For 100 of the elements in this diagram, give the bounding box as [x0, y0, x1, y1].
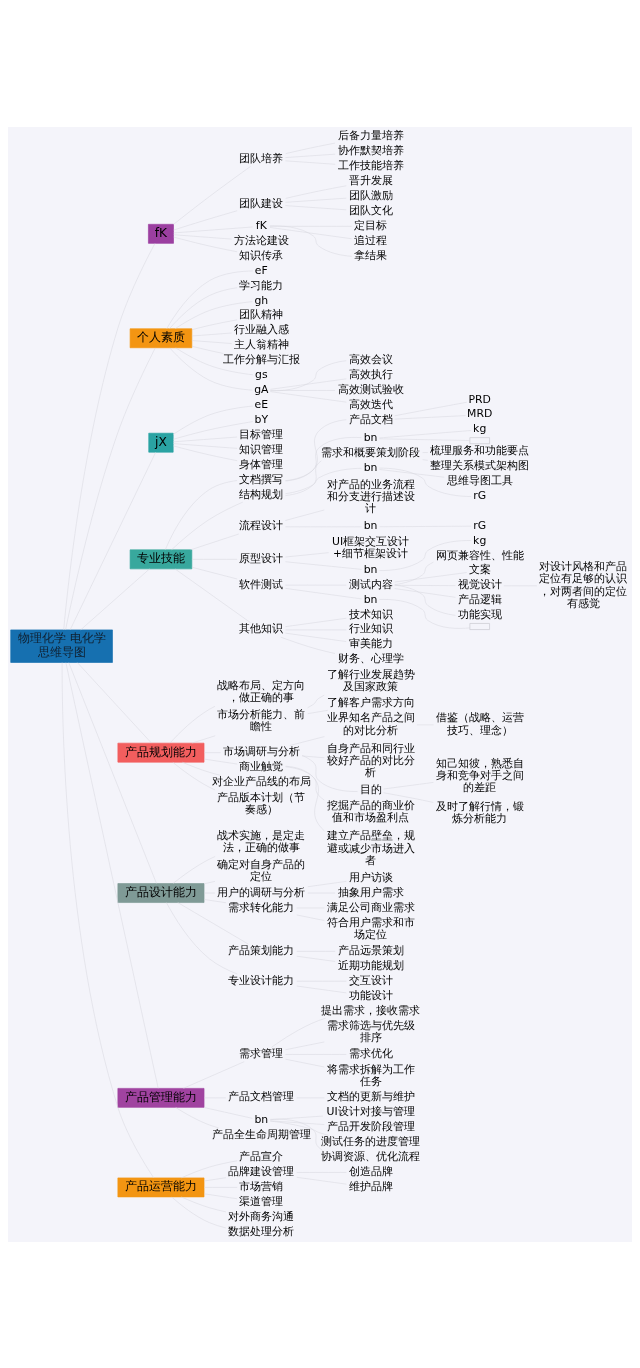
- node-text: 追过程: [354, 233, 388, 247]
- node-text: 审美能力: [348, 636, 393, 650]
- node-text: 测试任务的进度管理: [321, 1134, 421, 1148]
- connector: [181, 1196, 227, 1212]
- node-text: 团队精神: [239, 307, 284, 321]
- connector: [173, 165, 251, 225]
- node-text: 需求转化能力: [228, 900, 295, 914]
- connector: [177, 901, 249, 944]
- node-text: bn: [363, 460, 378, 474]
- node-box: 产品规划能力: [117, 742, 205, 762]
- node-text: 需求管理: [239, 1046, 284, 1060]
- node-text: 确定对自身产品的定位: [217, 857, 306, 883]
- node-text: 身体管理: [239, 457, 284, 471]
- connector: [183, 1060, 245, 1089]
- node-text: 思维导图工具: [446, 473, 513, 487]
- node-text: 创造品牌: [348, 1164, 393, 1178]
- node-text: bn: [363, 518, 378, 532]
- node-text: 数据处理分析: [228, 1224, 295, 1238]
- node-text: 商业触觉: [239, 759, 284, 773]
- node-text: 将需求拆解为工作任务: [326, 1062, 415, 1088]
- node-text: 财务、心理学: [337, 651, 404, 665]
- connector: [166, 901, 238, 974]
- node-text: 需求优化: [348, 1046, 393, 1060]
- node-text: 用户访谈: [348, 870, 393, 884]
- connector: [191, 339, 232, 344]
- node-text: 产品文档: [348, 412, 393, 426]
- node-text: 借鉴（战略、运营技巧、理念）: [435, 710, 524, 737]
- node-box: 产品设计能力: [117, 882, 205, 903]
- connector: [166, 270, 254, 329]
- node-text: rG: [473, 488, 487, 502]
- connector: [171, 1196, 227, 1228]
- connector: [172, 445, 238, 461]
- node-box: 产品运营能力: [117, 1177, 205, 1197]
- node-text: bn: [363, 592, 378, 606]
- connector: [165, 479, 238, 550]
- node-text: 用户的调研与分析: [217, 885, 306, 899]
- node-text: 高效测试验收: [337, 382, 404, 396]
- node-text: 协调资源、优化流程: [321, 1149, 421, 1163]
- node-text: 视觉设计: [457, 577, 502, 591]
- node-text: 产品版本计划（节奏感）: [217, 790, 306, 816]
- node-text: 测试内容: [348, 577, 393, 591]
- node-text: 交互设计: [348, 973, 393, 987]
- node-text: 需求和概要策划阶段: [321, 445, 421, 459]
- node-text: 及时了解行情，锻炼分析能力: [435, 799, 524, 825]
- connector: [175, 347, 254, 375]
- node-text: 网页兼容性、性能: [435, 548, 524, 562]
- node-text: 目的: [359, 782, 382, 796]
- connector: [173, 236, 238, 252]
- connector: [77, 661, 152, 743]
- connector: [169, 347, 253, 390]
- node-box: 个人素质: [129, 327, 193, 348]
- node-text: bY: [254, 412, 269, 426]
- node-box: 物理化学 电化学思维导图: [10, 629, 113, 663]
- connector: [379, 598, 471, 629]
- node-text: 技术知识: [348, 607, 393, 621]
- node-text: 专业设计能力: [228, 973, 295, 987]
- node-text: 知己知彼，熟悉自身和竞争对手之间的差距: [435, 756, 524, 794]
- node-text: 定目标: [354, 218, 388, 232]
- node-text: 软件测试: [239, 577, 284, 591]
- node-text: 了解客户需求方向: [326, 695, 415, 709]
- node-text: 团队培养: [239, 151, 284, 165]
- node-box: [469, 622, 490, 630]
- node-box: jX: [148, 432, 174, 453]
- node-text: 业界知名产品之间的对比分析: [326, 710, 415, 737]
- node-text: 方法论建设: [233, 233, 289, 247]
- node-text: 团队文化: [348, 203, 393, 217]
- connector: [191, 345, 224, 354]
- connector: [169, 286, 238, 329]
- node-text: 对外商务沟通: [228, 1209, 295, 1223]
- connector: [173, 209, 238, 230]
- node-text: 建立产品壁垒，规避或减少市场进入者: [326, 828, 415, 867]
- node-text: 功能实现: [457, 607, 502, 621]
- node-text: 团队激励: [348, 188, 393, 202]
- node-text: 渠道管理: [239, 1194, 284, 1208]
- node-text: 原型设计: [239, 551, 284, 565]
- node-text: 文档撰写: [239, 472, 284, 486]
- node-text: eF: [254, 263, 268, 277]
- connector: [191, 319, 238, 330]
- node-text: UI设计对接与管理: [326, 1104, 415, 1118]
- node-text: 高效迭代: [348, 397, 393, 411]
- node-text: 产品文档管理: [228, 1089, 295, 1103]
- node-box: fK: [148, 223, 174, 244]
- node-text: PRD: [468, 392, 491, 406]
- node-text: 高效执行: [348, 367, 393, 381]
- node-text: 高效会议: [348, 352, 393, 366]
- connector: [174, 300, 253, 329]
- node-text: kg: [473, 421, 487, 435]
- connector: [173, 233, 232, 239]
- connector: [182, 761, 222, 776]
- node-text: 行业融入感: [233, 322, 289, 336]
- node-text: 对设计风格和产品定位有足够的认识，对两者间的定位有感觉: [539, 559, 628, 610]
- node-text: 符合用户需求和市场定位: [326, 915, 415, 941]
- node-text: 对产品的业务流程和分支进行描述设计: [326, 477, 415, 515]
- connector: [69, 451, 156, 630]
- node-text: 产品开发阶段管理: [326, 1119, 415, 1133]
- node-text: 对企业产品线的布局: [211, 774, 311, 788]
- node-text: 市场营销: [239, 1179, 284, 1193]
- node-text: 产品策划能力: [228, 943, 295, 957]
- connector: [172, 442, 238, 449]
- node-text: bn: [363, 430, 378, 444]
